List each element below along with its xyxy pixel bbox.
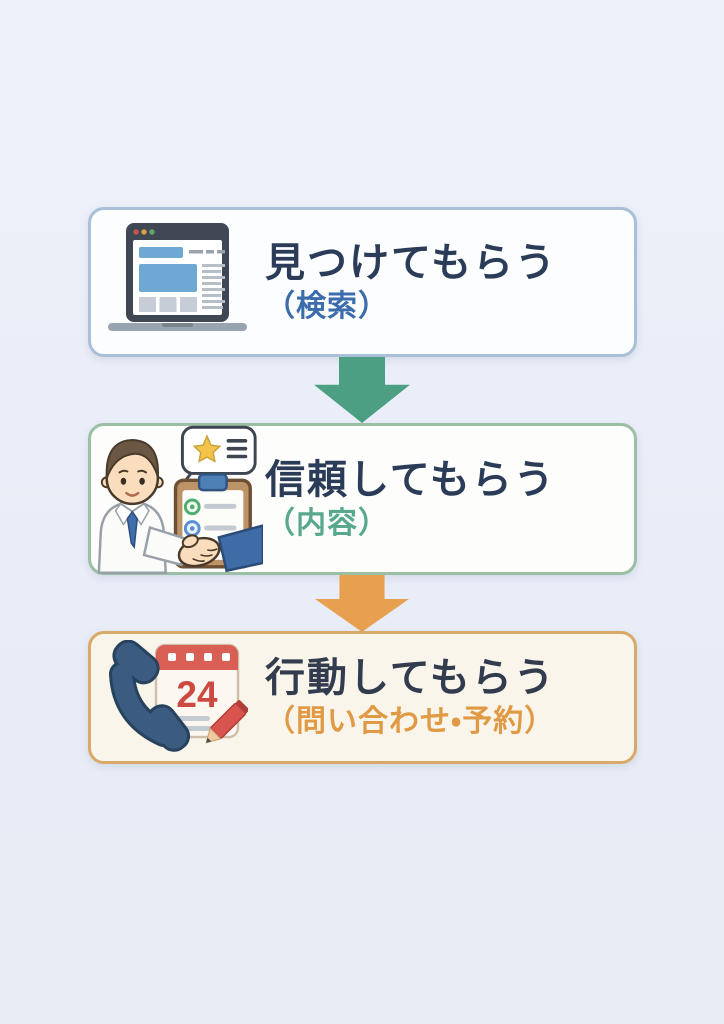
step-box-find: 見つけてもらう （検索） (88, 207, 637, 357)
down-arrow-icon (315, 575, 409, 632)
step-subtitle: （問い合わせ・予約） (265, 705, 556, 739)
laptop-browser-icon (91, 220, 263, 345)
step-text-trust: 信頼してもらう （内容） (265, 459, 556, 540)
step-title: 信頼してもらう (265, 457, 556, 502)
step-title: 行動してもらう (265, 656, 556, 701)
step-box-action: 24 行動してもらう （問い合 (88, 631, 637, 764)
step-text-find: 見つけてもらう （検索） (265, 242, 557, 323)
doctor-handshake-icon (91, 424, 263, 574)
step-title: 見つけてもらう (265, 240, 557, 285)
step-box-trust: 信頼してもらう （内容） (88, 423, 637, 575)
step-text-action: 行動してもらう （問い合わせ・予約） (265, 657, 556, 738)
calendar-day-label: 24 (176, 674, 218, 715)
down-arrow-icon (314, 357, 410, 423)
step-subtitle: （検索） (265, 289, 389, 323)
step-subtitle: （内容） (265, 506, 389, 540)
phone-calendar-icon: 24 (91, 639, 263, 756)
